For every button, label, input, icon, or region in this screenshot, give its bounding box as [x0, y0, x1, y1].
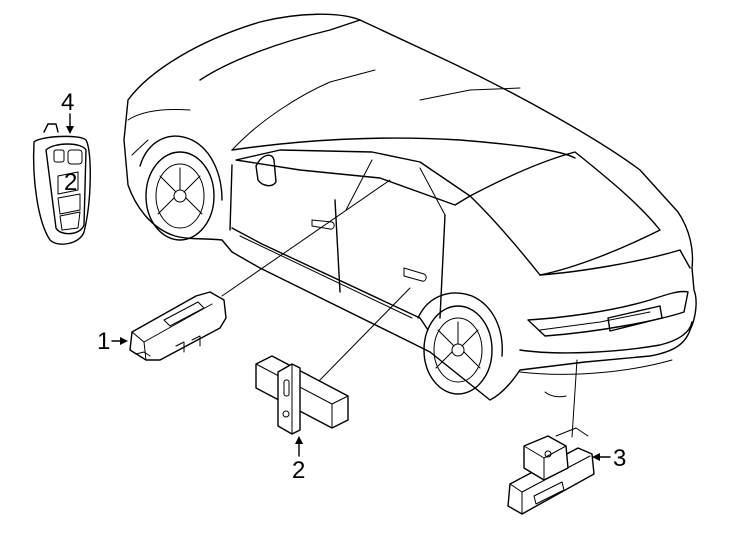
- car-illustration: [123, 13, 697, 401]
- callout-1: 1: [97, 328, 128, 355]
- callout-label-3: 3: [613, 445, 626, 472]
- callout-3: 3: [592, 445, 626, 472]
- leader-lines: [221, 179, 578, 438]
- callout-4: 4: [61, 89, 74, 134]
- callout-label-4: 4: [61, 89, 74, 116]
- callout-label-1: 1: [97, 328, 110, 355]
- key-fob-part: 2: [32, 123, 91, 245]
- arrowhead-1-icon: [120, 337, 128, 345]
- rear-antenna-part: [507, 427, 595, 515]
- arrowhead-3-icon: [592, 453, 600, 461]
- callout-label-2: 2: [292, 457, 305, 484]
- sensor-part: [255, 355, 349, 435]
- receiver-module-part: [129, 291, 227, 361]
- svg-text:2: 2: [64, 169, 77, 196]
- arrowhead-2-icon: [295, 436, 303, 444]
- callout-2: 2: [292, 436, 305, 484]
- arrowhead-4-icon: [66, 126, 74, 134]
